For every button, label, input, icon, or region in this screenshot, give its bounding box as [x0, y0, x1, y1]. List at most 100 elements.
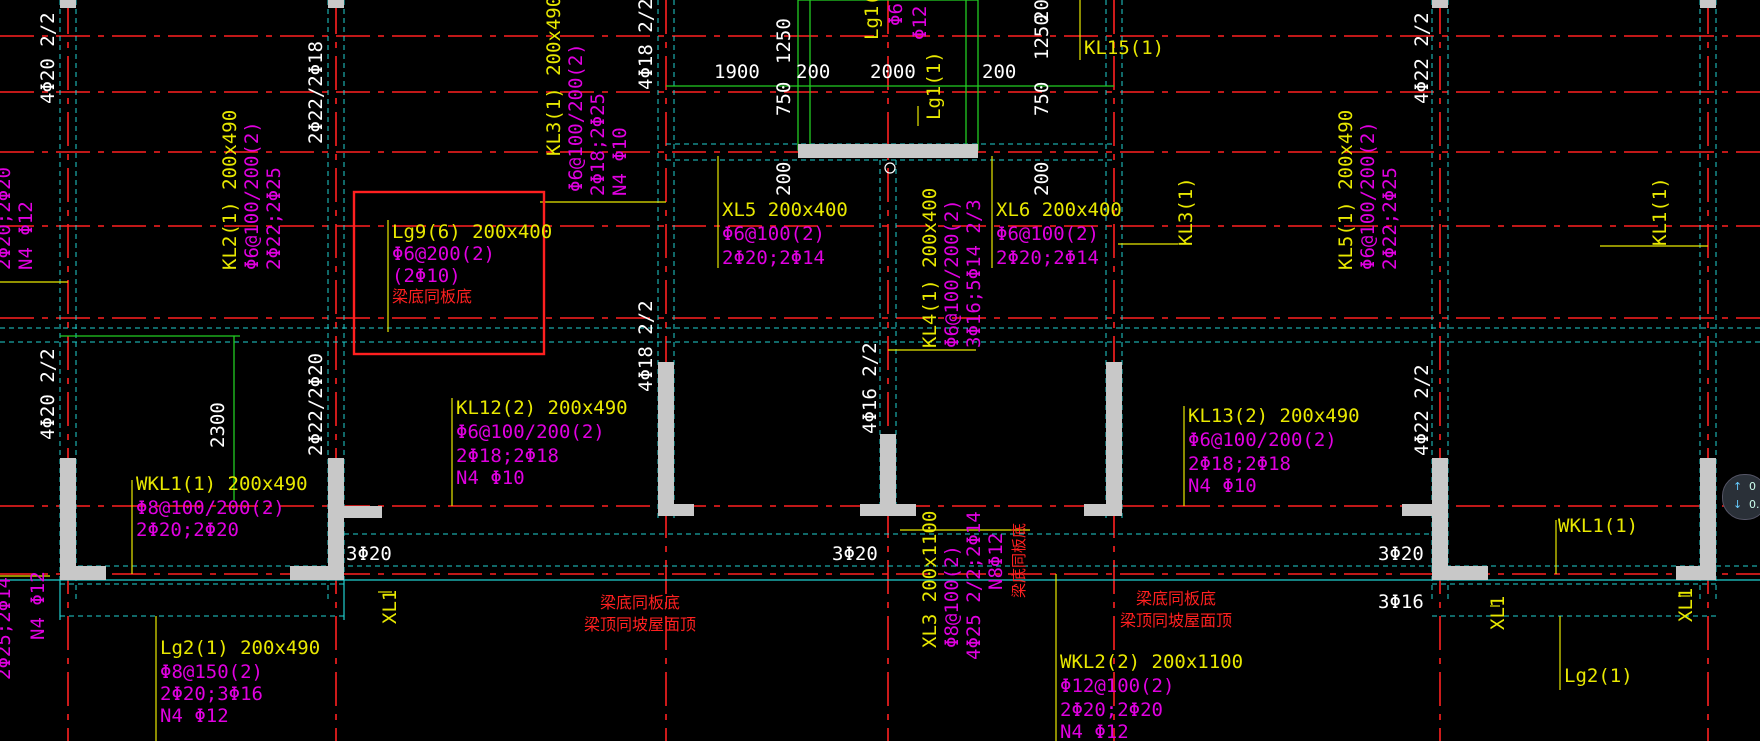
col-label-kl2: 2Φ22/2Φ18 — [305, 41, 327, 144]
dim-200-c: 200 — [773, 162, 795, 196]
label-kl3-bars: 2Φ18;2Φ25 — [587, 93, 609, 196]
label-xl1-far[interactable]: XL1 — [1675, 588, 1697, 622]
label-wkl1-stirrup: Φ8@100/200(2) — [136, 497, 285, 519]
dim-2300: 2300 — [207, 402, 229, 448]
label-kl4-name[interactable]: KL4(1) 200x400 — [919, 188, 941, 348]
note-b-line1: 梁底同板底 — [1136, 589, 1216, 608]
label-kl15[interactable]: KL15(1) — [1084, 37, 1164, 59]
label-xl6-bars: 2Φ20;2Φ14 — [996, 247, 1099, 269]
label-xl1-left[interactable]: XL1 — [379, 590, 401, 624]
bar-3f16: 3Φ16 — [1378, 591, 1424, 613]
arrow-up-icon[interactable]: ↑ — [1733, 480, 1743, 493]
col-label-4f22-a: 4Φ22 2/2 — [1411, 12, 1433, 104]
label-edge-left-1: 2Φ20;2Φ20 — [0, 167, 15, 270]
label-lg9-bars: (2Φ10) — [392, 265, 461, 287]
label-kl3-name[interactable]: KL3(1) 200x490 — [543, 0, 565, 156]
label-lg1-top-stirrup: Φ6 — [885, 3, 907, 26]
label-lg9-stirrup: Φ6@200(2) — [392, 243, 495, 265]
dim-1900: 1900 — [714, 61, 760, 83]
label-xl6-stirrup: Φ6@100(2) — [996, 223, 1099, 245]
label-kl13-name[interactable]: KL13(2) 200x490 — [1188, 405, 1360, 427]
label-xl3-bars: 4Φ25 2/2;2Φ14 — [963, 511, 985, 660]
label-edge-left-2: N4 Φ12 — [15, 201, 37, 270]
label-xl1-right[interactable]: XL1 — [1487, 596, 1509, 630]
label-wkl2-name[interactable]: WKL2(2) 200x1100 — [1060, 651, 1243, 673]
dim-200-b: 200 — [982, 61, 1016, 83]
label-xl5-name[interactable]: XL5 200x400 — [722, 199, 848, 221]
label-kl1-right[interactable]: KL1(1) — [1649, 177, 1671, 246]
label-kl2-stirrup: Φ6@100/200(2) — [241, 121, 263, 270]
label-kl13-waist: N4 Φ10 — [1188, 475, 1257, 497]
label-kl5-bars: 2Φ22;2Φ25 — [1379, 167, 1401, 270]
label-edge-left-4: N4 Φ12 — [27, 571, 49, 640]
label-xl3-name[interactable]: XL3 200x1100 — [919, 511, 941, 648]
zoom-scale-widget[interactable]: ↑ 0 ↓ 0.2 — [1722, 474, 1760, 520]
dimension-texts: 1900 200 2000 200 1250 1250 20 750 750 2… — [37, 0, 1433, 613]
note-b-line2: 梁顶同坡屋面顶 — [1120, 611, 1232, 630]
dim-1250-a: 1250 — [773, 18, 795, 64]
col-label-4f22-b: 4Φ22 2/2 — [1411, 364, 1433, 456]
walls — [60, 0, 1716, 580]
label-lg9-note: 梁底同板底 — [392, 287, 472, 306]
label-lg2-waist: N4 Φ12 — [160, 705, 229, 727]
label-kl12-waist: N4 Φ10 — [456, 467, 525, 489]
col-label-4f16: 4Φ16 2/2 — [859, 342, 881, 434]
scale-value-top: 0 — [1749, 480, 1756, 493]
label-lg1-top-bar: Φ12 — [909, 6, 931, 40]
label-kl12-name[interactable]: KL12(2) 200x490 — [456, 397, 628, 419]
selection-highlight-box[interactable] — [352, 190, 546, 356]
label-lg2-bars: 2Φ20;3Φ16 — [160, 683, 263, 705]
label-xl3-stirrup: Φ8@100(2) — [941, 545, 963, 648]
node-marker — [884, 162, 896, 174]
label-xl5-stirrup: Φ6@100(2) — [722, 223, 825, 245]
col-label-4f18-a: 4Φ18 2/2 — [635, 0, 657, 90]
dim-200-d: 200 — [1031, 162, 1053, 196]
label-kl12-stirrup: Φ6@100/200(2) — [456, 421, 605, 443]
label-xl3-waist: N8Φ12 — [985, 533, 1007, 590]
label-wkl1-name[interactable]: WKL1(1) 200x490 — [136, 473, 308, 495]
label-wkl1-right[interactable]: WKL1(1) — [1558, 515, 1638, 537]
arrow-down-icon[interactable]: ↓ — [1733, 498, 1743, 511]
label-kl12-bars: 2Φ18;2Φ18 — [456, 445, 559, 467]
dim-200-a: 200 — [796, 61, 830, 83]
label-wkl2-bars: 2Φ20;2Φ20 — [1060, 699, 1163, 721]
bar-3f20-c: 3Φ20 — [1378, 543, 1424, 565]
label-lg9-name[interactable]: Lg9(6) 200x400 — [392, 221, 552, 243]
label-xl5-bars: 2Φ20;2Φ14 — [722, 247, 825, 269]
beam-outlines — [0, 0, 1760, 617]
label-lg2-right[interactable]: Lg2(1) — [1564, 665, 1633, 687]
leader-lines — [0, 0, 1708, 741]
label-lg1-mid[interactable]: Lg1(1) — [923, 51, 945, 120]
label-lg2-name[interactable]: Lg2(1) 200x490 — [160, 637, 320, 659]
label-xl6-name[interactable]: XL6 200x400 — [996, 199, 1122, 221]
dim-750-b: 750 — [1031, 82, 1053, 116]
label-wkl2-stirrup: Φ12@100(2) — [1060, 675, 1174, 697]
col-label-left-1: 4Φ20 2/2 — [37, 12, 59, 104]
col-label-4f18-b: 4Φ18 2/2 — [635, 300, 657, 392]
label-wkl1-bars: 2Φ20;2Φ20 — [136, 519, 239, 541]
dim-20: 20 — [1031, 0, 1053, 22]
bar-3f20-b: 3Φ20 — [832, 543, 878, 565]
label-kl2-name[interactable]: KL2(1) 200x490 — [219, 110, 241, 270]
col-label-left-2: 4Φ20 2/2 — [37, 348, 59, 440]
label-kl13-stirrup: Φ6@100/200(2) — [1188, 429, 1337, 451]
label-wkl2-waist: N4 Φ12 — [1060, 721, 1129, 741]
label-xl3-note: 梁底同板底 — [1010, 523, 1028, 598]
label-kl4-bars: 3Φ16;5Φ14 2/3 — [963, 199, 985, 348]
label-kl4-stirrup: Φ6@100/200(2) — [941, 199, 963, 348]
bar-3f20-a: 3Φ20 — [346, 543, 392, 565]
label-kl3-stirrup: Φ6@100/200(2) — [565, 43, 587, 192]
dim-2000: 2000 — [870, 61, 916, 83]
label-edge-left-3: 2Φ25;2Φ14 — [0, 577, 15, 680]
label-kl5-name[interactable]: KL5(1) 200x490 — [1335, 110, 1357, 270]
note-a-line1: 梁底同板底 — [600, 593, 680, 612]
label-kl3-waist: N4 Φ10 — [609, 127, 631, 196]
label-kl5-stirrup: Φ6@100/200(2) — [1357, 121, 1379, 270]
scale-value-bottom: 0.2 — [1749, 498, 1760, 511]
note-a-line2: 梁顶同坡屋面顶 — [584, 615, 696, 634]
label-lg2-stirrup: Φ8@150(2) — [160, 661, 263, 683]
label-lg1-top[interactable]: Lg1(1) — [861, 0, 883, 40]
label-kl3-right[interactable]: KL3(1) — [1175, 177, 1197, 246]
label-kl13-bars: 2Φ18;2Φ18 — [1188, 453, 1291, 475]
